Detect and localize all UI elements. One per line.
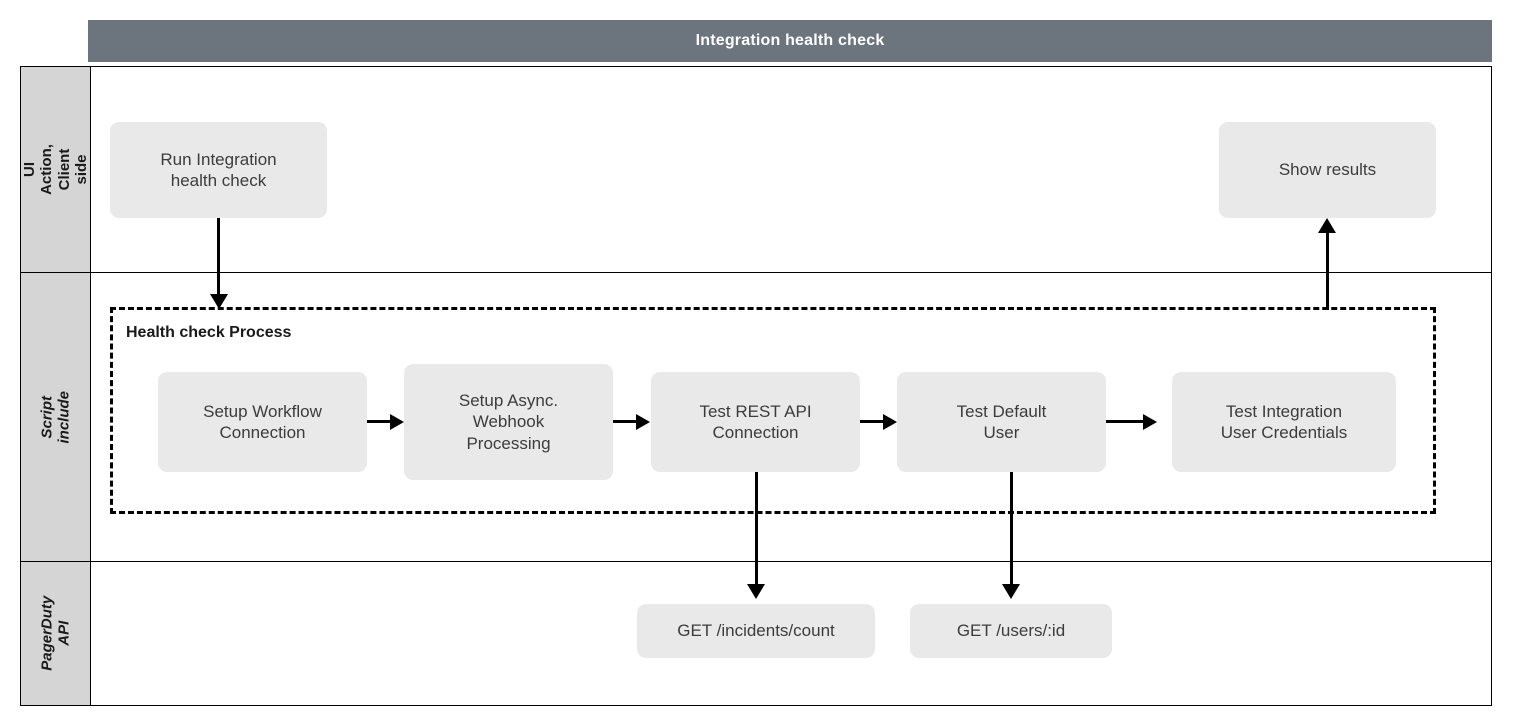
health-check-process-group	[110, 307, 1436, 514]
lane-header-ui-action-client-side: UI Action, Client side	[20, 66, 91, 273]
edge-process-to-show-results-arrow	[1318, 218, 1336, 233]
node-test-rest-api-connection[interactable]: Test REST API Connection	[651, 372, 860, 472]
node-label: GET /incidents/count	[677, 621, 835, 641]
node-label: Show results	[1278, 160, 1377, 180]
lane-header-pagerduty-api: PagerDuty API	[20, 561, 91, 706]
node-get-users-id[interactable]: GET /users/:id	[910, 604, 1112, 658]
edge-process-to-show-results-line	[1326, 232, 1329, 310]
node-show-results[interactable]: Show results	[1219, 122, 1436, 218]
node-label: Test REST API Connection	[699, 401, 812, 442]
edge-default-user-to-users-line	[1010, 472, 1013, 586]
edge-webhook-to-rest-api-line	[613, 420, 637, 423]
edge-run-health-check-to-process-line	[217, 218, 220, 296]
node-label: Setup Workflow Connection	[203, 401, 322, 442]
node-label: GET /users/:id	[956, 621, 1066, 641]
node-test-default-user[interactable]: Test Default User	[897, 372, 1106, 472]
edge-workflow-to-webhook-arrow	[390, 414, 404, 430]
node-run-integration-health-check[interactable]: Run Integration health check	[110, 122, 327, 218]
edge-rest-api-to-incidents-line	[755, 472, 758, 586]
node-label: Test Integration User Credentials	[1220, 401, 1348, 442]
node-label: Test Default User	[956, 401, 1047, 442]
health-check-process-label: Health check Process	[126, 324, 292, 341]
edge-webhook-to-rest-api-arrow	[636, 414, 650, 430]
node-setup-workflow-connection[interactable]: Setup Workflow Connection	[158, 372, 367, 472]
node-label: Setup Async. Webhook Processing	[458, 391, 559, 453]
edge-rest-api-to-incidents-arrow	[747, 584, 765, 599]
edge-run-health-check-to-process-arrow	[210, 294, 228, 309]
edge-default-user-to-users-arrow	[1002, 584, 1020, 599]
node-test-integration-user-credentials[interactable]: Test Integration User Credentials	[1172, 372, 1396, 472]
node-setup-async-webhook-processing[interactable]: Setup Async. Webhook Processing	[404, 364, 613, 480]
edge-rest-api-to-default-user-line	[860, 420, 884, 423]
page-title: Integration health check	[695, 32, 885, 49]
lane-label-ui-action-client-side: UI Action, Client side	[21, 144, 90, 195]
edge-default-user-to-credentials-arrow	[1143, 414, 1157, 430]
lane-header-script-include: Script include	[20, 272, 91, 562]
edge-workflow-to-webhook-line	[367, 420, 391, 423]
edge-rest-api-to-default-user-arrow	[883, 414, 897, 430]
diagram-title-bar: Integration health check	[88, 20, 1492, 62]
node-label: Run Integration health check	[160, 149, 277, 190]
lane-label-script-include: Script include	[38, 390, 73, 444]
lane-label-pagerduty-api: PagerDuty API	[38, 595, 73, 672]
edge-default-user-to-credentials-line	[1106, 420, 1144, 423]
node-get-incidents-count[interactable]: GET /incidents/count	[637, 604, 875, 658]
